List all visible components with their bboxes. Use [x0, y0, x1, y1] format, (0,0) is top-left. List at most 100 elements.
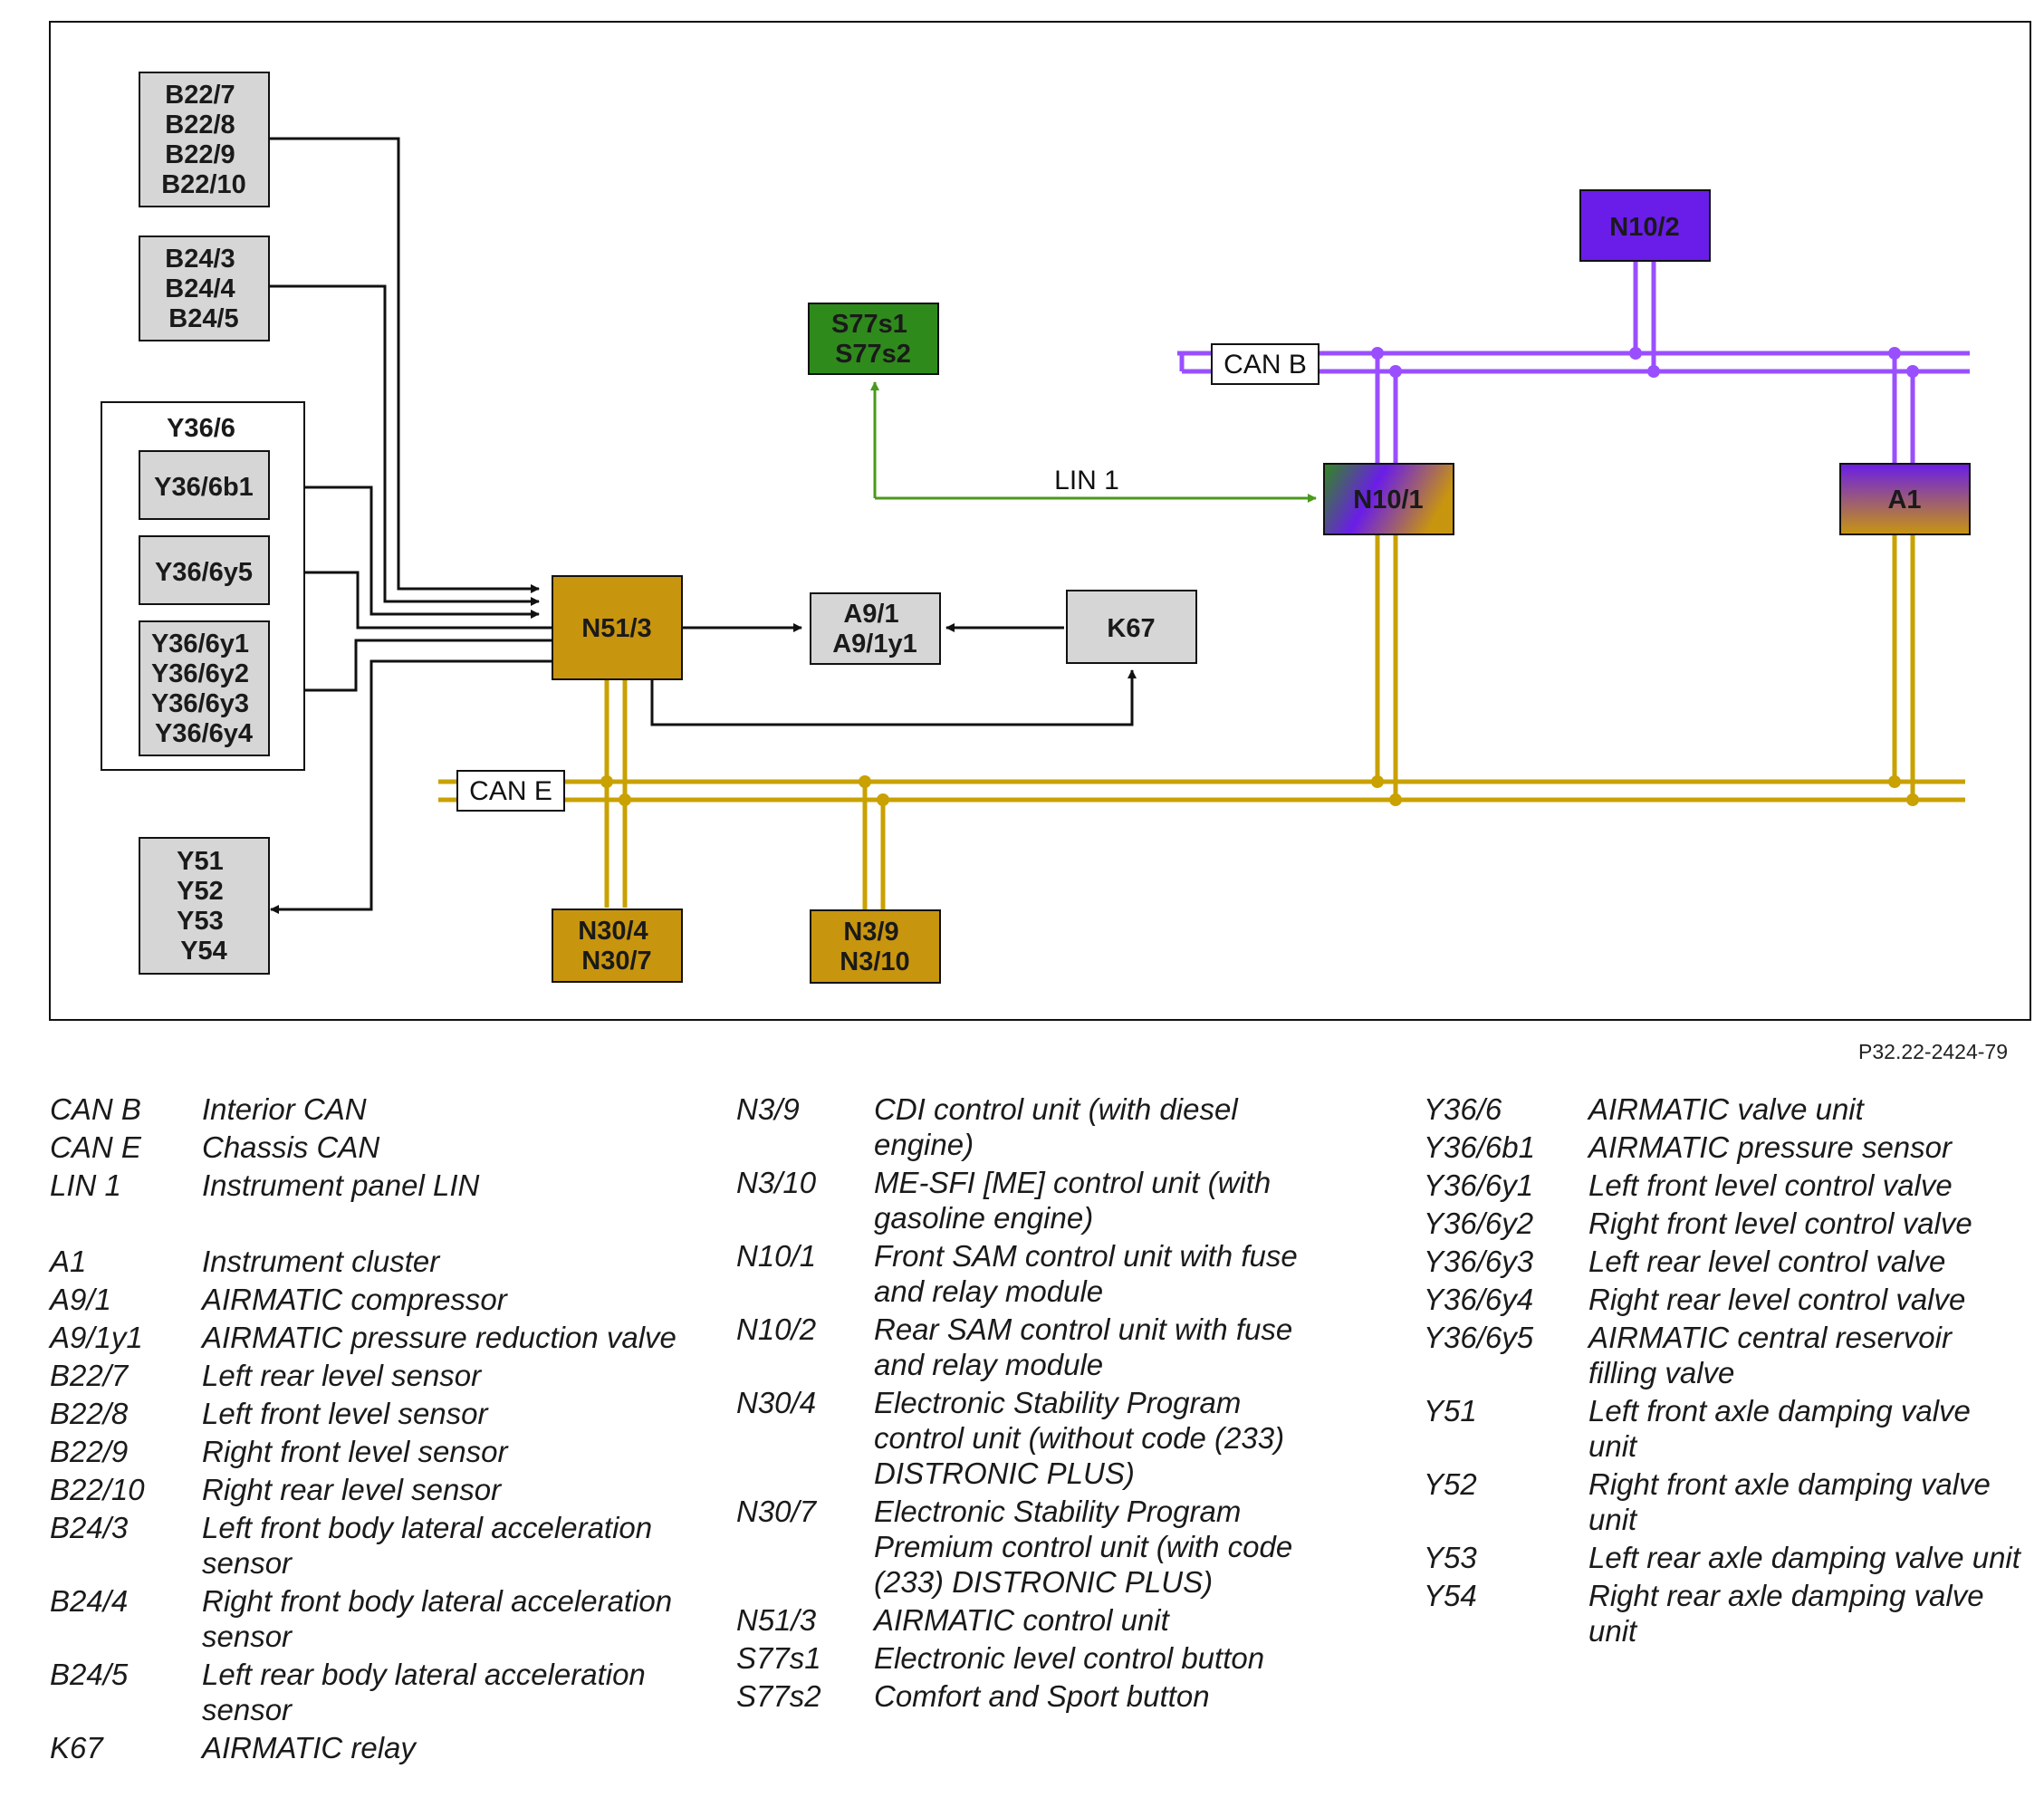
legend-code: N30/4	[736, 1386, 817, 1419]
legend-desc: Electronic level control button	[874, 1641, 1265, 1675]
can-b-text: CAN B	[1224, 350, 1307, 380]
n10-2-label: N10/2	[1609, 213, 1679, 242]
svg-text:Y51 Y52 Y53: Y51 Y52 Y53 Y54	[177, 847, 231, 966]
legend-code: N10/1	[736, 1239, 817, 1273]
k67-relay-box[interactable]: K67	[1066, 590, 1197, 664]
s77-button-box[interactable]: S77s1 S77s2	[808, 303, 939, 375]
y51-y54-box[interactable]: Y51 Y52 Y53 Y54	[139, 837, 270, 975]
a9-1y1-label: A9/1y1	[832, 630, 917, 659]
b24-3-label: B24/3	[165, 245, 235, 274]
diagram-frame	[49, 21, 2031, 1021]
n10-1-box[interactable]: N10/1	[1323, 463, 1454, 535]
legend-desc: Left front level control valve	[1588, 1168, 1953, 1202]
wiring-diagram: CAN B CAN E LIN 1 B22/7 B22/8 B22/9 B22/…	[49, 21, 2031, 1021]
y36-6b1-box[interactable]: Y36/6b1	[139, 450, 270, 520]
y36-6b1-label: Y36/6b1	[154, 473, 254, 502]
legend-row: B22/10 Right rear level sensor	[50, 1472, 684, 1507]
y36-6y1-label: Y36/6y1	[151, 630, 249, 659]
legend-desc: CDI control unit (with diesel engine)	[874, 1092, 1238, 1161]
legend-desc: Rear SAM control unit with fuse and rela…	[874, 1312, 1293, 1381]
y51-label: Y51	[177, 847, 224, 876]
legend-code: CAN B	[50, 1092, 141, 1126]
n3-9-label: N3/9	[843, 918, 898, 947]
b22-10-label: B22/10	[161, 170, 246, 199]
a9-compressor-box[interactable]: A9/1 A9/1y1	[810, 592, 941, 665]
legend-desc: Right rear level sensor	[202, 1473, 502, 1506]
legend-desc: AIRMATIC pressure sensor	[1588, 1130, 1952, 1164]
legend-code: Y54	[1424, 1579, 1477, 1612]
s77s1-label: S77s1	[831, 310, 907, 339]
legend-desc: Left front body lateral acceleration sen…	[202, 1511, 653, 1580]
b22-8-label: B22/8	[165, 111, 235, 139]
figure-id: P32.22-2424-79	[1858, 1040, 2008, 1063]
can-e-label: CAN E	[456, 770, 565, 812]
b24-sensor-box[interactable]: B24/3 B24/4 B24/5	[139, 236, 270, 341]
can-e-junctions	[600, 775, 1919, 806]
legend-desc: Left rear axle damping valve unit	[1588, 1541, 2020, 1574]
y36-6y5-box[interactable]: Y36/6y5	[139, 535, 270, 605]
y36-6y1-y4-box[interactable]: Y36/6y1 Y36/6y2 Y36/6y3 Y36/6y4	[139, 620, 270, 756]
legend-desc: AIRMATIC pressure reduction valve	[202, 1321, 677, 1354]
legend-code: LIN 1	[50, 1168, 121, 1202]
a1-instrument-cluster-box[interactable]: A1	[1839, 463, 1971, 535]
sensor-wires	[269, 137, 1137, 914]
legend-code: S77s2	[736, 1679, 821, 1713]
y36-6y4-label: Y36/6y4	[155, 719, 253, 748]
legend-code: Y36/6y2	[1424, 1207, 1534, 1240]
legend-desc: Instrument cluster	[202, 1245, 440, 1278]
legend-code: Y36/6y4	[1424, 1283, 1534, 1316]
legend-desc: Instrument panel LIN	[202, 1168, 480, 1202]
legend-code: B24/4	[50, 1584, 129, 1618]
svg-text:B24/3 B24/4 B24/5: B24/3 B24/4 B24/5	[165, 245, 242, 333]
legend-code: Y36/6y5	[1424, 1321, 1534, 1354]
y36-6y3-label: Y36/6y3	[151, 689, 249, 718]
legend-code: N10/2	[736, 1312, 817, 1346]
legend-code: Y36/6b1	[1424, 1130, 1535, 1164]
legend-desc: AIRMATIC valve unit	[1588, 1092, 1864, 1126]
b22-sensor-box[interactable]: B22/7 B22/8 B22/9 B22/10	[139, 72, 270, 207]
legend-row: LIN 1 Instrument panel LIN	[50, 1168, 684, 1203]
n51-3-control-unit[interactable]: N51/3	[552, 575, 683, 680]
can-b-junctions	[1371, 347, 1919, 378]
legend-code: B22/10	[50, 1473, 145, 1506]
s77s2-label: S77s2	[835, 340, 911, 369]
legend-code: K67	[50, 1731, 103, 1764]
legend-code: Y36/6y1	[1424, 1168, 1534, 1202]
legend-code: Y36/6y3	[1424, 1245, 1534, 1278]
legend-desc: Left rear body lateral acceleration sens…	[202, 1658, 646, 1726]
n10-2-box[interactable]: N10/2	[1579, 189, 1711, 262]
legend-desc: Chassis CAN	[202, 1130, 380, 1164]
lin-1-text: LIN 1	[1054, 466, 1119, 495]
legend-code: Y52	[1424, 1467, 1477, 1501]
legend-desc: ME-SFI [ME] control unit (with gasoline …	[874, 1166, 1272, 1235]
can-b-label: CAN B	[1211, 343, 1319, 385]
legend-desc: Left front level sensor	[202, 1397, 488, 1430]
n3-engine-box[interactable]: N3/9 N3/10	[810, 909, 941, 984]
n30-esp-box[interactable]: N30/4 N30/7	[552, 908, 683, 983]
legend-desc: AIRMATIC compressor	[202, 1283, 507, 1316]
n3-10-label: N3/10	[840, 947, 909, 976]
b22-7-label: B22/7	[165, 81, 235, 110]
